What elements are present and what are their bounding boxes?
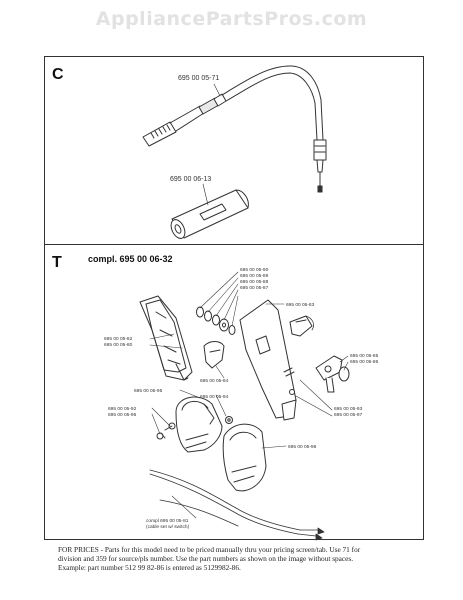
label-p98: 695 00 05-98 (288, 444, 317, 450)
label-p97: 695 00 05-97 (334, 412, 363, 418)
cable-leader-line (213, 83, 221, 97)
clamp-screws-drawing (156, 422, 176, 440)
label-p83: 695 00 05-83 (286, 302, 315, 308)
label-grip-tube-part: 695 00 06-13 (170, 176, 211, 183)
pricing-note-line-3: Example: part number 512 99 82-86 is ent… (58, 563, 241, 572)
label-cable-part: 695 00 05-71 (178, 75, 219, 82)
section-divider (44, 244, 424, 245)
lockout-clip-drawing (289, 315, 314, 337)
right-handle-half-drawing (239, 299, 297, 421)
label-p82: 695 00 05-82 (104, 336, 133, 342)
grip-tube-drawing (170, 189, 249, 239)
label-p84: 695 00 05-84 (200, 378, 229, 384)
section-t-title: compl. 695 00 06-32 (88, 254, 173, 264)
diagram-frame (44, 56, 424, 540)
label-p96: 695 00 05-96 (108, 412, 137, 418)
pricing-note: FOR PRICES - Parts for this model need t… (58, 545, 438, 572)
section-c-letter: C (52, 66, 64, 83)
label-p80: 695 00 05-80 (104, 342, 133, 348)
trigger-drawing (203, 341, 225, 369)
screw-washer-drawing (225, 367, 295, 424)
throttle-cable-drawing (142, 65, 327, 193)
pricing-note-line-2: division and 359 for source/pls number. … (58, 554, 354, 563)
label-p95: 695 00 05-95 (134, 388, 163, 394)
washer-stack-drawing (196, 306, 236, 335)
label-p93: 695 00 05-93 (334, 406, 363, 412)
label-p92: 695 00 05-92 (108, 406, 137, 412)
section-t-leader-lines (149, 271, 349, 519)
label-p87: 695 00 05-87 (240, 285, 269, 291)
label-p89: 695 00 05-89 (240, 273, 269, 279)
section-t-letter: T (52, 254, 62, 271)
stop-switch-drawing (315, 355, 350, 393)
label-p88: 695 00 05-88 (240, 279, 269, 285)
site-watermark: AppliancePartsPros.com (95, 8, 368, 30)
label-p85: 695 00 05-85 (350, 353, 379, 359)
label-p90: 695 00 05-90 (240, 267, 269, 273)
cable-set-drawing (149, 469, 325, 541)
pricing-note-line-1: FOR PRICES - Parts for this model need t… (58, 545, 361, 554)
label-p94: 695 00 05-94 (200, 394, 229, 400)
grip-tube-leader-line (202, 183, 209, 206)
handle-clamp-lower-drawing (222, 423, 267, 492)
label-cable-set-compl: compl 695 00 05-81 (146, 518, 189, 524)
left-handle-half-drawing (139, 295, 193, 381)
label-cable-set-note: (cable set w/ switch) (146, 524, 190, 530)
handle-clamp-upper-drawing (175, 396, 223, 453)
label-p86: 695 00 05-86 (350, 359, 379, 365)
